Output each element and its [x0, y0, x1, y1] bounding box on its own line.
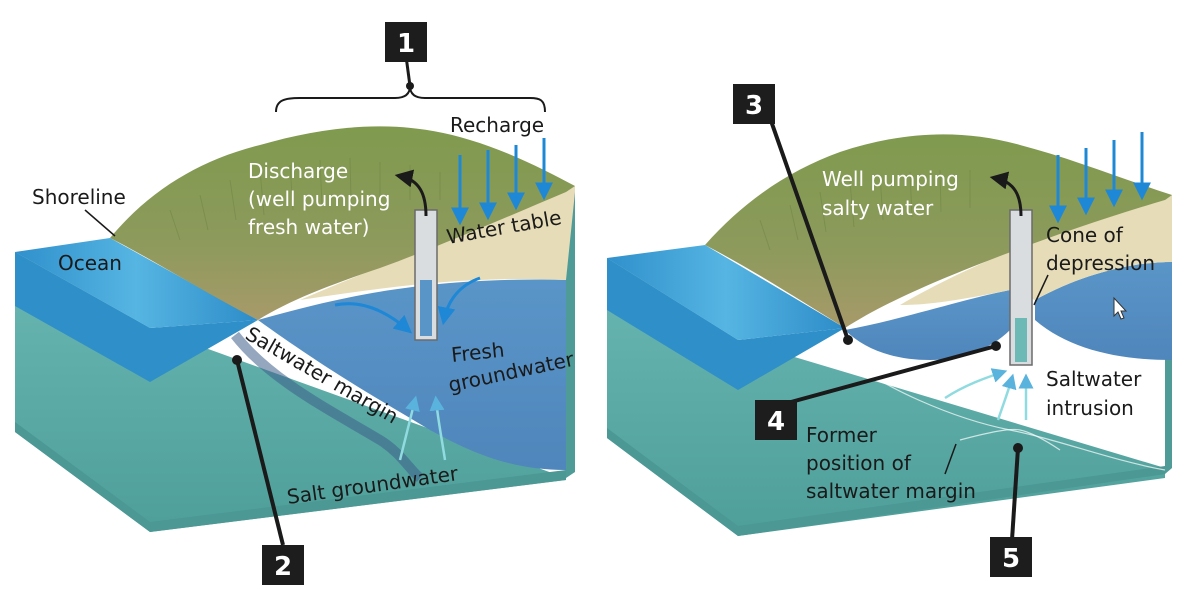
right-well-water: [1015, 318, 1027, 362]
callout-5-dot: [1013, 443, 1023, 453]
label-former-1: Former: [806, 423, 878, 447]
callout-4-number: 4: [767, 407, 785, 437]
label-well-pumping-1: Well pumping: [822, 167, 959, 191]
former-position-pointer: [944, 443, 957, 475]
left-well-water: [420, 280, 432, 336]
left-ocean-surface: [15, 238, 258, 328]
callout-2-leader: [235, 359, 285, 546]
callout-box-5: 5: [990, 537, 1032, 577]
label-former-3: saltwater margin: [806, 479, 976, 503]
label-recharge: Recharge: [450, 113, 544, 137]
callout-3-leader: [768, 117, 850, 341]
callout-5-leader: [1010, 447, 1020, 541]
left-ocean-front: [15, 252, 258, 382]
left-salt-arrow-2: [429, 395, 447, 461]
callout-3-number: 3: [745, 91, 763, 121]
callout-box-2: 2: [262, 545, 304, 585]
label-cone-2: depression: [1046, 251, 1155, 275]
left-block-side: [566, 186, 575, 478]
left-block: [15, 55, 575, 546]
right-block: [607, 117, 1172, 541]
right-block-bottom: [607, 428, 1165, 536]
right-sand-layer: [900, 195, 1172, 305]
callout-box-1: 1: [385, 22, 427, 62]
label-ocean: Ocean: [58, 251, 122, 275]
left-recharge-arrows: [451, 138, 553, 226]
left-block-salt-front: [15, 252, 566, 532]
left-saltwater-margin-band: [231, 331, 424, 482]
left-flow-arrow-left: [334, 302, 413, 334]
left-salt-arrow-1: [398, 395, 420, 461]
right-ocean-front: [607, 258, 845, 390]
callout-4-leader: [779, 344, 997, 407]
intrusion-peak-line: [959, 428, 1061, 451]
callout-5-number: 5: [1002, 544, 1020, 574]
callout-2-number: 2: [274, 552, 292, 582]
right-salt-arrow-1: [944, 368, 1008, 400]
callout-1-number: 1: [397, 29, 415, 59]
label-well-pumping-2: salty water: [822, 196, 934, 220]
callout-box-4: 4: [755, 400, 797, 440]
right-land-surface: [705, 134, 1172, 328]
left-sand-layer: [300, 186, 575, 300]
mouse-pointer-icon: [1113, 296, 1128, 320]
label-discharge-1: Discharge: [248, 159, 348, 183]
right-block-salt-front: [607, 258, 1165, 536]
right-fresh-lens-left: [845, 290, 1010, 360]
right-recharge-arrows: [1049, 132, 1151, 224]
shoreline-pointer: [84, 209, 116, 237]
right-salt-arrow-2: [996, 373, 1017, 421]
right-fresh-lens-right: [1035, 262, 1172, 360]
label-discharge-3: fresh water): [248, 215, 369, 239]
label-discharge-2: (well pumping: [248, 187, 390, 211]
callout-3-dot: [843, 335, 853, 345]
left-discharge-arrow: [394, 169, 428, 217]
callout-box-3: 3: [733, 84, 775, 124]
label-intrusion-2: intrusion: [1046, 396, 1134, 420]
label-former-2: position of: [806, 451, 912, 475]
right-discharge-arrow: [989, 171, 1023, 217]
left-flow-arrow-right: [437, 276, 481, 326]
left-block-bottom: [15, 422, 566, 532]
callout-4-dot: [991, 341, 1001, 351]
cone-pointer: [1033, 274, 1049, 306]
callout-2-dot: [232, 355, 242, 365]
left-fresh-groundwater-lens: [258, 279, 566, 470]
label-shoreline: Shoreline: [32, 185, 126, 209]
callout-1-dot: [406, 82, 414, 90]
label-fresh-1: Fresh: [450, 338, 505, 367]
right-ocean-surface: [607, 245, 845, 340]
right-land-texture: [759, 169, 971, 251]
label-intrusion-1: Saltwater: [1046, 367, 1142, 391]
label-cone-1: Cone of: [1046, 223, 1124, 247]
